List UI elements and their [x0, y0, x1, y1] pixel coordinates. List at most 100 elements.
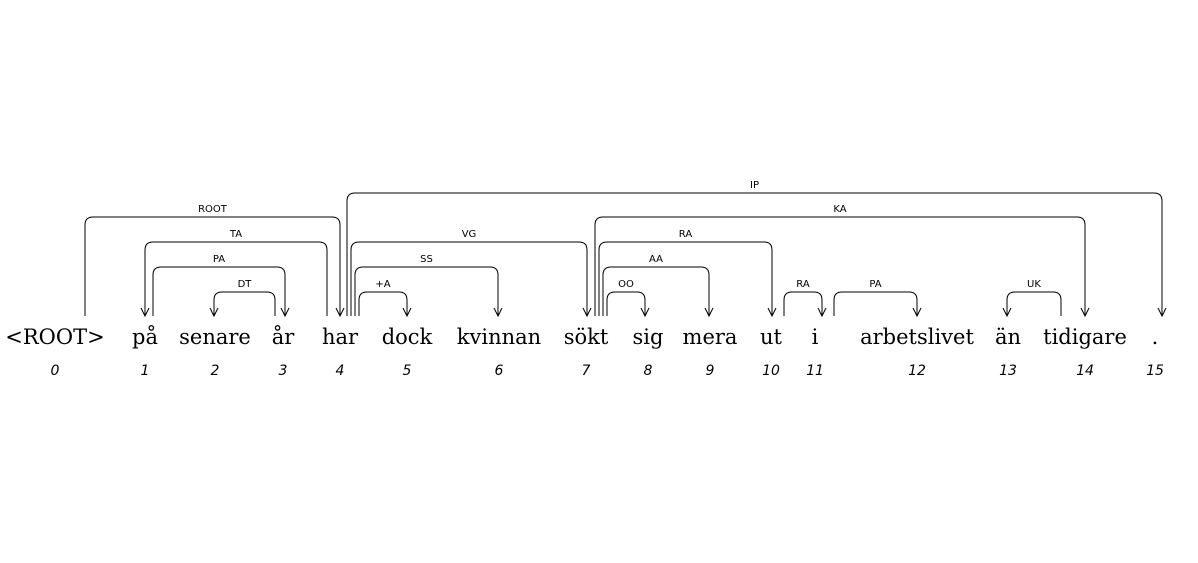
token-word: <ROOT>: [5, 325, 104, 349]
arc-label: RA: [679, 229, 693, 240]
arc-line: [606, 291, 646, 316]
arrowhead: [582, 307, 592, 318]
arc-ra-12: RA: [783, 279, 827, 318]
arc-line: [594, 216, 1086, 316]
token-word: .: [1152, 325, 1159, 349]
tokens-layer: <ROOT>0 på 1 senare 2 år 3 har 4 dock 5 kvinnan 6 sök…: [5, 325, 1164, 379]
arrowhead: [704, 307, 714, 318]
arc-line: [354, 266, 499, 316]
arrowhead: [1002, 307, 1012, 318]
arc-line: [152, 266, 286, 316]
arc-label: PA: [213, 254, 225, 265]
arc-line: [84, 216, 341, 316]
arc-line: [350, 241, 588, 316]
arrowhead: [817, 307, 827, 318]
token-index: 8: [644, 363, 653, 379]
token-word: sig: [633, 325, 664, 349]
token-1: på 1: [132, 325, 158, 379]
arc-pa-2: PA: [152, 254, 290, 318]
token-index: 9: [706, 363, 715, 379]
arrowhead: [1157, 307, 1167, 318]
arc-label: KA: [833, 204, 846, 215]
arc-line: [213, 291, 276, 316]
token-index: 10: [762, 363, 780, 379]
arrowhead: [767, 307, 777, 318]
token-15: . 15: [1146, 325, 1164, 379]
arrowhead: [912, 307, 922, 318]
token-word: på: [132, 325, 158, 349]
token-word: har: [322, 325, 359, 349]
token-index: 2: [211, 363, 220, 379]
token-index: 14: [1076, 363, 1094, 379]
arc-pa-13: PA: [833, 279, 922, 318]
token-3: år 3: [272, 325, 296, 379]
token-9: mera 9: [683, 325, 738, 379]
token-word: dock: [382, 325, 433, 349]
arc-label: OO: [618, 279, 634, 290]
token-word: kvinnan: [457, 325, 541, 349]
arc-label: ROOT: [198, 204, 228, 215]
arc-line: [358, 291, 408, 316]
token-index: 4: [336, 363, 345, 379]
arc-uk-14: UK: [1002, 279, 1062, 318]
token-word: senare: [179, 325, 251, 349]
token-14: tidigare 14: [1043, 325, 1127, 379]
token-word: mera: [683, 325, 738, 349]
token-word: tidigare: [1043, 325, 1127, 349]
arc-line: [833, 291, 918, 316]
token-index: 5: [403, 363, 412, 379]
arc-label: PA: [869, 279, 881, 290]
arrowhead: [140, 307, 150, 318]
token-word: sökt: [564, 325, 609, 349]
arc-label: SS: [420, 254, 433, 265]
token-index: 3: [279, 363, 288, 379]
arrowhead: [493, 307, 503, 318]
token-word: år: [272, 325, 296, 349]
arrowhead: [335, 307, 345, 318]
arrowhead: [1080, 307, 1090, 318]
arc-label: +A: [375, 279, 390, 290]
arc-vg-5: VG: [350, 229, 592, 318]
arc-ip-4: IP: [346, 180, 1167, 318]
arc-label: IP: [750, 180, 759, 191]
token-4: har 4: [322, 325, 359, 379]
token-5: dock 5: [382, 325, 433, 379]
arc-line: [346, 192, 1163, 316]
token-word: ut: [760, 325, 783, 349]
arc-ss-6: SS: [354, 254, 503, 318]
arc-ra-9: RA: [598, 229, 777, 318]
token-index: 1: [141, 363, 150, 379]
token-2: senare 2: [179, 325, 251, 379]
arc-oo-11: OO: [606, 279, 650, 318]
arrowhead: [209, 307, 219, 318]
token-word: än: [995, 325, 1021, 349]
token-11: i11: [806, 325, 824, 379]
token-index: 6: [495, 363, 504, 379]
arc-label: DT: [238, 279, 253, 290]
token-0: <ROOT>0: [5, 325, 104, 379]
arrowhead: [402, 307, 412, 318]
arc-root-0: ROOT: [84, 204, 345, 318]
token-word: i: [812, 325, 819, 349]
token-index: 15: [1146, 363, 1164, 379]
arc-plusa-7: +A: [358, 279, 412, 318]
arc-line: [598, 241, 773, 316]
arc-ta-1: TA: [140, 229, 328, 318]
arc-label: VG: [462, 229, 477, 240]
arc-ka-8: KA: [594, 204, 1090, 318]
arc-dt-3: DT: [209, 279, 276, 318]
arc-aa-10: AA: [602, 254, 714, 318]
arc-line: [1006, 291, 1062, 316]
token-6: kvinnan 6: [457, 325, 541, 379]
arrowhead: [640, 307, 650, 318]
arc-label: TA: [229, 229, 242, 240]
arc-line: [783, 291, 823, 316]
token-index: 7: [582, 363, 591, 379]
arc-line: [144, 241, 328, 316]
arc-line: [602, 266, 710, 316]
arc-label: UK: [1027, 279, 1041, 290]
